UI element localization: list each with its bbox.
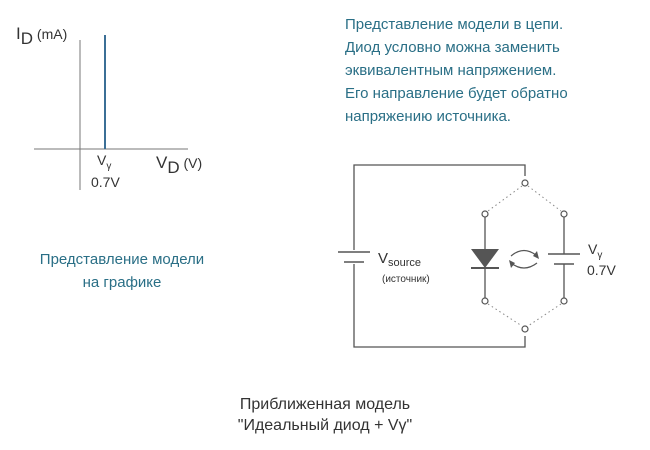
y-axis-unit: (mA) <box>36 26 68 42</box>
dotted-guide-top-left <box>487 185 523 212</box>
x-axis-label-main: V <box>156 153 168 172</box>
equiv-value: 0.7V <box>587 262 616 278</box>
swap-arrow-bottom-head <box>509 260 515 268</box>
dotted-guide-top-right <box>527 185 562 212</box>
dotted-guide-bottom-right <box>527 303 562 327</box>
swap-arrow-top <box>510 249 538 257</box>
terminal-bottom <box>521 325 529 333</box>
circuit-description-line: Представление модели в цепи. <box>345 16 564 33</box>
graph-y-axis-label: ID (mA) <box>16 24 68 48</box>
threshold-label-sub: γ <box>106 161 112 172</box>
threshold-label: Vγ <box>97 152 111 172</box>
footer-line2: "Идеальный диод + Vγ" <box>237 417 413 434</box>
swap-arrow-bottom <box>510 262 538 269</box>
source-label: Vsource <box>378 250 422 269</box>
terminal-top <box>521 179 529 187</box>
terminal-equiv-top <box>560 210 568 218</box>
circuit-description-line: эквивалентным напряжением. <box>345 62 557 79</box>
threshold-label-main: V <box>97 152 107 168</box>
graph-caption: Представление модели на графике <box>12 248 232 294</box>
source-note: (источник) <box>382 274 430 285</box>
y-axis-label-sub: D <box>20 29 34 48</box>
terminal-equiv-bottom <box>560 297 568 305</box>
terminal-diode-top <box>481 210 489 218</box>
circuit-description: Представление модели в цепи. Диод условн… <box>345 13 635 128</box>
source-label-sub: source <box>388 257 422 269</box>
y-axis-label-main: I <box>16 24 21 43</box>
graph-x-axis-label: VD (V) <box>156 153 203 177</box>
circuit-description-line: напряжению источника. <box>345 108 511 125</box>
footer-line1: Приближенная модель <box>239 396 411 413</box>
equiv-label-main: V <box>588 241 598 257</box>
swap-arrow-top-head <box>533 251 539 259</box>
circuit-description-line: Его направление будет обратно <box>345 85 568 102</box>
equiv-label-sub: γ <box>597 250 603 261</box>
diode-symbol <box>471 249 499 268</box>
equiv-label: Vγ <box>588 241 602 261</box>
footer-caption: Приближенная модель "Идеальный диод + Vγ… <box>160 394 490 436</box>
x-axis-unit: (V) <box>183 155 203 171</box>
terminal-diode-bottom <box>481 297 489 305</box>
graph-caption-line1: Представление модели <box>39 251 205 268</box>
source-battery-gap <box>338 250 372 264</box>
source-label-main: V <box>378 250 389 267</box>
dotted-guide-bottom-left <box>487 303 523 327</box>
x-axis-label-sub: D <box>167 158 180 177</box>
threshold-value: 0.7V <box>91 174 120 190</box>
graph-caption-line2: на графике <box>82 274 162 291</box>
circuit-description-line: Диод условно можна заменить <box>345 39 560 56</box>
